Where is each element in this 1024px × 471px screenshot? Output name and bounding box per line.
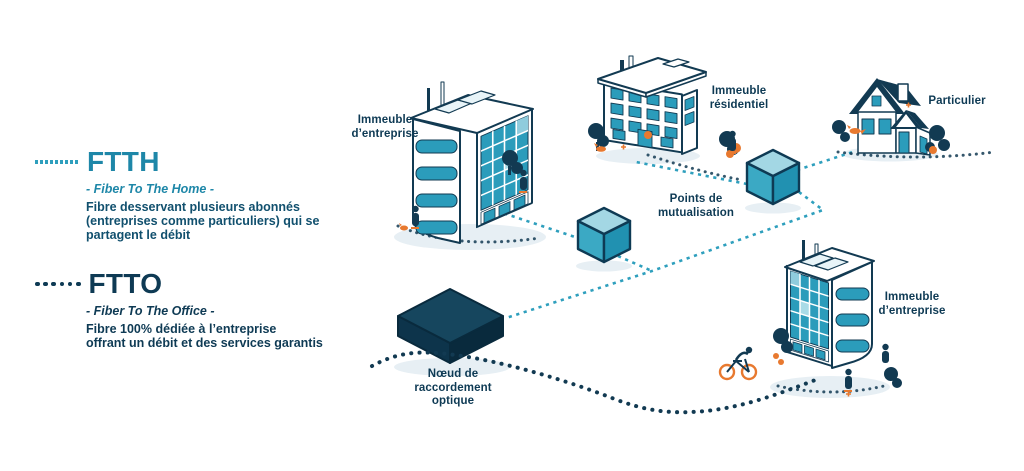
ftto-title: FTTO [88, 268, 163, 299]
label-nro: Nœud de raccordement optique [414, 368, 492, 407]
house [849, 78, 931, 156]
office-building-right [784, 240, 875, 369]
fox-icon [594, 143, 606, 152]
label-house: Particulier [928, 95, 986, 107]
person-icon [728, 130, 736, 154]
tree-icon [773, 328, 793, 353]
door-icon [919, 135, 928, 155]
ground-dot-paths [396, 150, 997, 394]
ftto-subtitle: - Fiber To The Office - [86, 304, 215, 318]
link-pm2-to-residential [635, 160, 748, 186]
fox-icon [847, 125, 866, 134]
mutualisation-cube-1 [576, 206, 632, 264]
ftth-title: FTTH [87, 146, 160, 177]
ftth-subtitle: - Fiber To The Home - [86, 182, 215, 196]
mutualisation-cube-2 [745, 148, 801, 206]
chimney-icon [897, 83, 909, 102]
label-office-right: Immeuble d’entreprise [878, 291, 946, 317]
person-icon [844, 368, 852, 392]
bush-icon [644, 131, 652, 139]
tree-icon [502, 150, 523, 175]
legend-ftth: FTTH - Fiber To The Home - Fibre desserv… [35, 148, 335, 242]
cyclist-icon [718, 346, 758, 381]
antenna-icon [802, 240, 805, 264]
label-residential: Immeuble résidentiel [709, 85, 769, 111]
window-icon [878, 118, 892, 135]
link-pm1-to-trunk [617, 254, 653, 273]
dog-icon [399, 223, 408, 231]
link-pm2-to-house [796, 149, 857, 172]
person-icon [882, 343, 889, 363]
label-mutualisation: Points de mutualisation [657, 193, 735, 219]
window-icon [871, 95, 882, 107]
ftto-description: Fibre 100% dédiée à l’entreprise offrant… [86, 322, 323, 350]
ftto-dotted-line-icon [35, 281, 81, 287]
vent-icon [620, 60, 624, 74]
antenna-icon [427, 88, 430, 114]
animals [399, 125, 866, 231]
tree-icon [884, 367, 902, 388]
ftto-fiber-link [370, 350, 820, 415]
sparkle-icons [621, 102, 911, 397]
ftth-dashed-line-icon [35, 160, 79, 164]
residential-building [597, 55, 707, 155]
label-office-left: Immeuble d’entreprise [351, 114, 419, 140]
bush-icon [773, 353, 784, 365]
person-icon [519, 169, 527, 193]
tree-icon [832, 120, 850, 142]
legend-ftto: FTTO - Fiber To The Office - Fibre 100% … [35, 270, 335, 350]
person-icon [411, 205, 419, 229]
office-building-left [410, 81, 534, 244]
people [411, 130, 889, 392]
tree-icon [588, 123, 609, 151]
ground-shadows [394, 146, 938, 398]
door-icon [898, 131, 910, 154]
bush-icon [929, 146, 937, 154]
nro-cube [397, 288, 504, 364]
ftth-description: Fibre desservant plusieurs abonnés (entr… [86, 200, 320, 242]
